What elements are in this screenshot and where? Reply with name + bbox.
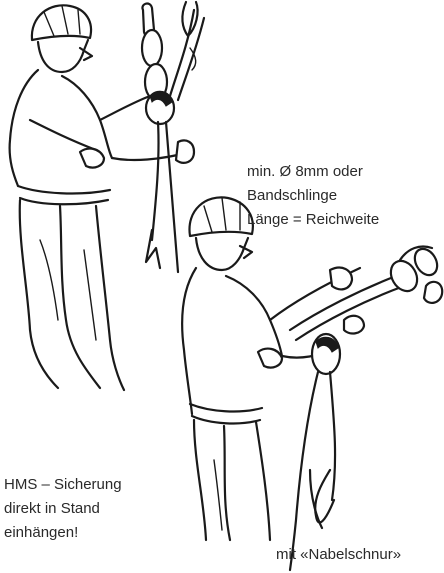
sling-caption-line-1: min. Ø 8mm oder bbox=[247, 160, 379, 184]
hms-caption-line-3: einhängen! bbox=[4, 521, 122, 545]
figure-hms-belay bbox=[10, 2, 204, 390]
sling-caption-line-2: Bandschlinge bbox=[247, 184, 379, 208]
figure-nabelschnur bbox=[182, 197, 442, 570]
nabelschnur-caption: mit «Nabelschnur» bbox=[276, 543, 401, 567]
sling-caption: min. Ø 8mm oder Bandschlinge Länge = Rei… bbox=[247, 160, 379, 232]
hms-caption-line-2: direkt in Stand bbox=[4, 497, 122, 521]
sling-caption-line-3: Länge = Reichweite bbox=[247, 208, 379, 232]
hms-caption-line-1: HMS – Sicherung bbox=[4, 473, 122, 497]
helmet-top bbox=[32, 5, 91, 40]
hms-caption: HMS – Sicherung direkt in Stand einhänge… bbox=[4, 473, 122, 545]
